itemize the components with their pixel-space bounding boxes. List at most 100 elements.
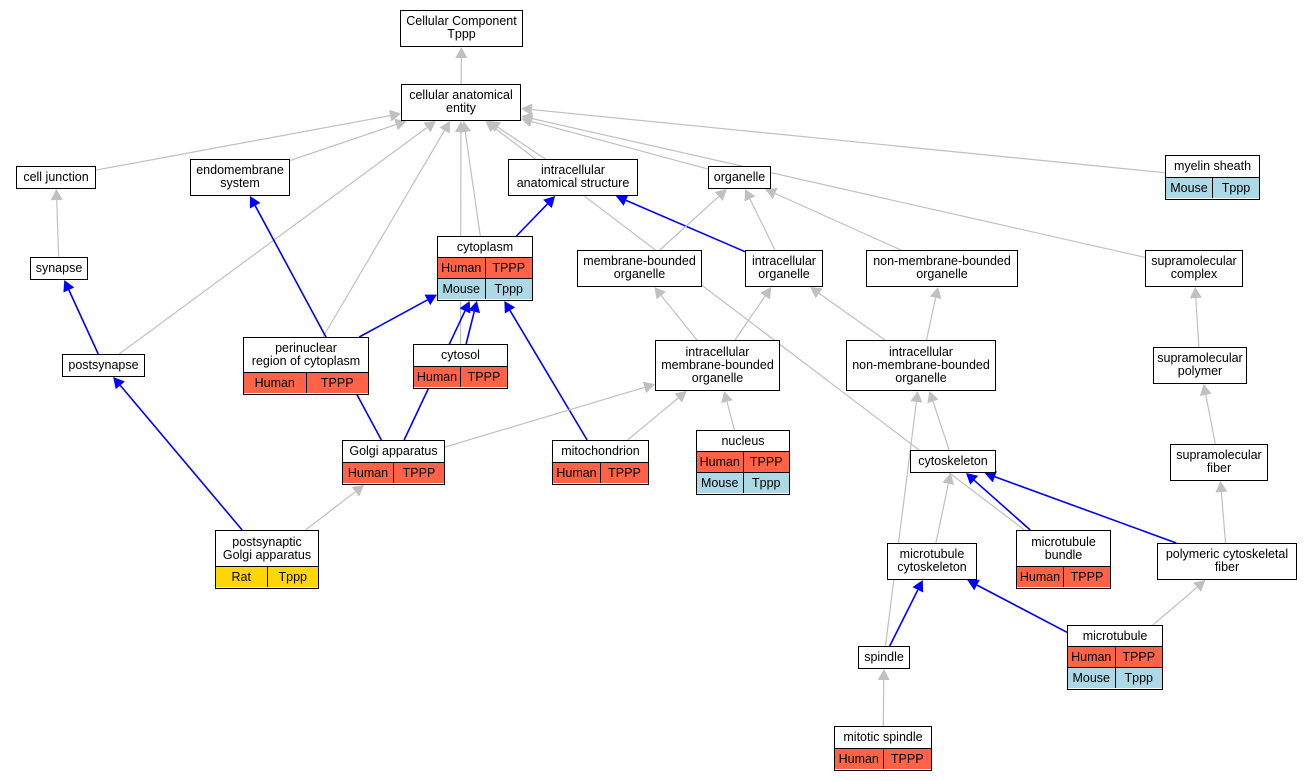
- gene-cell: Tppp: [484, 279, 533, 299]
- edge-psgolgi-to-golgi: [305, 491, 356, 531]
- term-node-organelle[interactable]: organelle: [708, 166, 771, 189]
- edge-nmbo-to-organelle: [774, 192, 902, 251]
- gene-cell: TPPP: [742, 452, 790, 472]
- term-node-io[interactable]: intracellular organelle: [745, 250, 823, 287]
- arrowhead-cytoplasm-to-intracellular: [543, 196, 556, 209]
- term-node-spindle[interactable]: spindle: [858, 646, 910, 669]
- edge-mito-to-imbo: [627, 397, 679, 441]
- annotation-row: Rat Tppp: [216, 566, 318, 587]
- species-cell: Rat: [231, 570, 251, 584]
- term-label: microtubule: [1082, 628, 1148, 643]
- gene-cell: TPPP: [1063, 567, 1110, 587]
- term-label: intracellular non-membrane-bounded organ…: [852, 344, 990, 385]
- edge-microtubule-to-pcf: [1152, 586, 1198, 626]
- gene-cell: Tppp: [266, 567, 319, 587]
- edge-mbo-to-organelle: [659, 195, 720, 251]
- species-cell: Mouse: [1072, 671, 1111, 685]
- term-label: microtubule bundle: [1031, 534, 1096, 562]
- arrowhead-perinuclear-to-cytoplasm: [424, 294, 437, 306]
- edge-cytoskeleton-to-inmbo: [932, 401, 950, 451]
- gene-cell: TPPP: [600, 463, 648, 483]
- term-node-cytoskeleton[interactable]: cytoskeleton: [910, 450, 996, 473]
- species-cell: Human: [838, 752, 879, 766]
- term-node-smfiber[interactable]: supramolecular fiber: [1170, 444, 1268, 481]
- term-label: intracellular membrane-bounded organelle: [661, 344, 774, 385]
- edge-psgolgi-to-postsynapse: [119, 384, 243, 531]
- term-node-imbo[interactable]: intracellular membrane-bounded organelle: [655, 340, 780, 391]
- species-cell: Mouse: [700, 476, 739, 490]
- arrowhead-spindle-to-inmbo: [910, 391, 923, 403]
- term-node-root[interactable]: Cellular Component Tppp: [400, 10, 523, 47]
- arrowhead-mito-to-cytoplasm: [504, 301, 516, 314]
- edge-smcomplex-to-cae: [531, 117, 1146, 258]
- species-cell: Mouse: [1170, 181, 1208, 195]
- arrowhead-io-to-intracellular: [615, 194, 629, 206]
- species-cell: Human: [1019, 570, 1061, 584]
- term-node-pcf[interactable]: polymeric cytoskeletal fiber: [1157, 543, 1297, 580]
- term-label: postsynaptic Golgi apparatus: [222, 534, 312, 562]
- term-node-celljunction[interactable]: cell junction: [16, 166, 96, 189]
- term-label: postsynapse: [68, 357, 139, 372]
- term-node-endomembrane[interactable]: endomembrane system: [190, 159, 290, 196]
- term-node-smpolymer[interactable]: supramolecular polymer: [1153, 347, 1247, 384]
- term-node-mbo[interactable]: membrane-bounded organelle: [577, 250, 702, 287]
- term-node-inmbo[interactable]: intracellular non-membrane-bounded organ…: [846, 340, 996, 391]
- term-label: microtubule cytoskeleton: [897, 547, 967, 574]
- term-label: mitochondrion: [561, 444, 640, 458]
- edge-cytosol-to-cytoplasm: [465, 311, 475, 345]
- term-node-intracellular[interactable]: intracellular anatomical structure: [508, 159, 638, 196]
- arrowhead-myelin-to-cae: [521, 103, 533, 116]
- edge-myelin-to-cae: [531, 108, 1166, 174]
- arrowhead-mbo-to-organelle: [714, 189, 727, 201]
- annotation-row: Human TPPP: [343, 462, 444, 483]
- arrowhead-endomembrane-to-cae: [394, 118, 407, 131]
- term-label: polymeric cytoskeletal fiber: [1165, 547, 1289, 574]
- edge-cytoplasm-to-cae: [464, 131, 481, 237]
- species-cell: Human: [347, 466, 389, 480]
- term-label: myelin sheath: [1173, 159, 1252, 173]
- edge-cytoplasm-to-intracellular: [515, 203, 549, 237]
- arrowhead-celljunction-to-cae: [389, 109, 401, 122]
- edge-inmbo-to-nmbo: [925, 297, 937, 341]
- term-node-synapse[interactable]: synapse: [30, 257, 88, 280]
- arrowhead-cytosol-to-cytoplasm: [468, 301, 481, 314]
- arrowhead-smpolymer-to-smcomplex: [1189, 287, 1202, 299]
- arrowhead-cae-to-root: [455, 47, 468, 59]
- edge-pcf-to-smfiber: [1220, 491, 1227, 544]
- term-node-smcomplex[interactable]: supramolecular complex: [1145, 250, 1243, 287]
- term-label: synapse: [35, 260, 83, 275]
- term-node-nmbo[interactable]: non-membrane-bounded organelle: [866, 250, 1018, 287]
- arrowhead-psgolgi-to-golgi: [351, 485, 365, 497]
- term-node-postsynapse[interactable]: postsynapse: [62, 354, 145, 377]
- term-label: non-membrane-bounded organelle: [873, 254, 1011, 281]
- arrowhead-golgi-to-cytoplasm: [459, 301, 471, 314]
- arrowhead-postsynapse-to-cae: [423, 121, 436, 133]
- arrowhead-smfiber-to-smpolymer: [1199, 384, 1212, 396]
- term-label: cytoplasm: [456, 239, 514, 254]
- gene-cell: TPPP: [393, 463, 444, 483]
- edge-mtcyto-to-cytoskeleton: [935, 483, 949, 544]
- term-label: cellular anatomical entity: [409, 88, 513, 115]
- edge-smpolymer-to-smcomplex: [1195, 297, 1200, 348]
- gene-cell: TPPP: [460, 367, 507, 387]
- term-node-mtcyto[interactable]: microtubule cytoskeleton: [887, 543, 977, 580]
- term-node-cae[interactable]: cellular anatomical entity: [401, 84, 521, 121]
- edge-golgi-to-imbo: [444, 386, 645, 448]
